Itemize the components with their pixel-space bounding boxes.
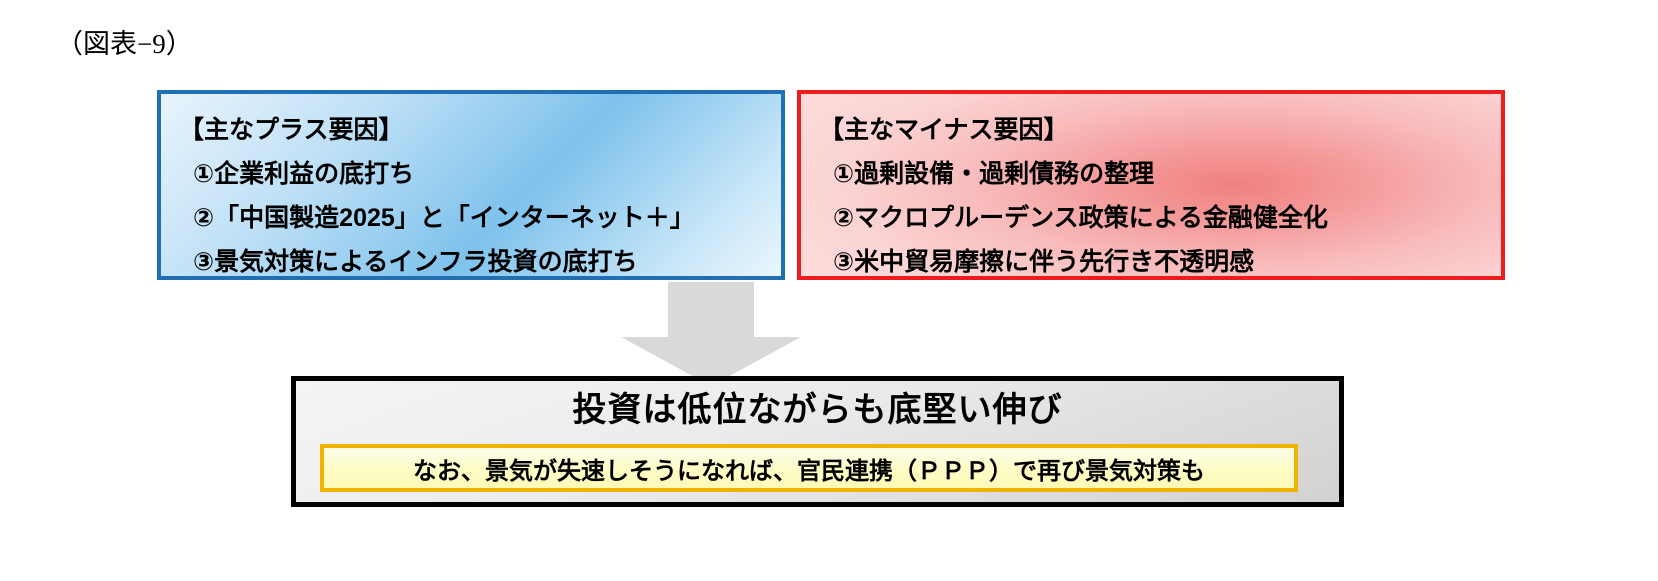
- negative-factor-item-2: ②マクロプルーデンス政策による金融健全化: [833, 204, 1328, 232]
- negative-factors-box: 【主なマイナス要因】 ①過剰設備・過剰債務の整理 ②マクロプルーデンス政策による…: [797, 90, 1505, 280]
- conclusion-headline: 投資は低位ながらも底堅い伸び: [572, 391, 1063, 429]
- conclusion-note-box: なお、景気が失速しそうになれば、官民連携（ＰＰＰ）で再び景気対策も: [320, 444, 1298, 492]
- positive-factor-item-2: ②「中国製造2025」と「インターネット＋」: [193, 204, 695, 232]
- down-arrow-icon: [621, 282, 801, 386]
- conclusion-note-text: なお、景気が失速しそうになれば、官民連携（ＰＰＰ）で再び景気対策も: [413, 457, 1205, 485]
- negative-factors-heading: 【主なマイナス要因】: [819, 116, 1069, 144]
- positive-factor-item-1: ①企業利益の底打ち: [193, 160, 415, 188]
- negative-factor-item-3: ③米中貿易摩擦に伴う先行き不透明感: [833, 248, 1255, 276]
- figure-label: （図表−9）: [56, 29, 193, 59]
- positive-factors-box: 【主なプラス要因】 ①企業利益の底打ち ②「中国製造2025」と「インターネット…: [157, 90, 785, 280]
- negative-factor-item-1: ①過剰設備・過剰債務の整理: [833, 160, 1155, 188]
- positive-factor-item-3: ③景気対策によるインフラ投資の底打ち: [193, 248, 638, 276]
- positive-factors-heading: 【主なプラス要因】: [179, 116, 404, 144]
- conclusion-box: 投資は低位ながらも底堅い伸び なお、景気が失速しそうになれば、官民連携（ＰＰＰ）…: [291, 376, 1344, 507]
